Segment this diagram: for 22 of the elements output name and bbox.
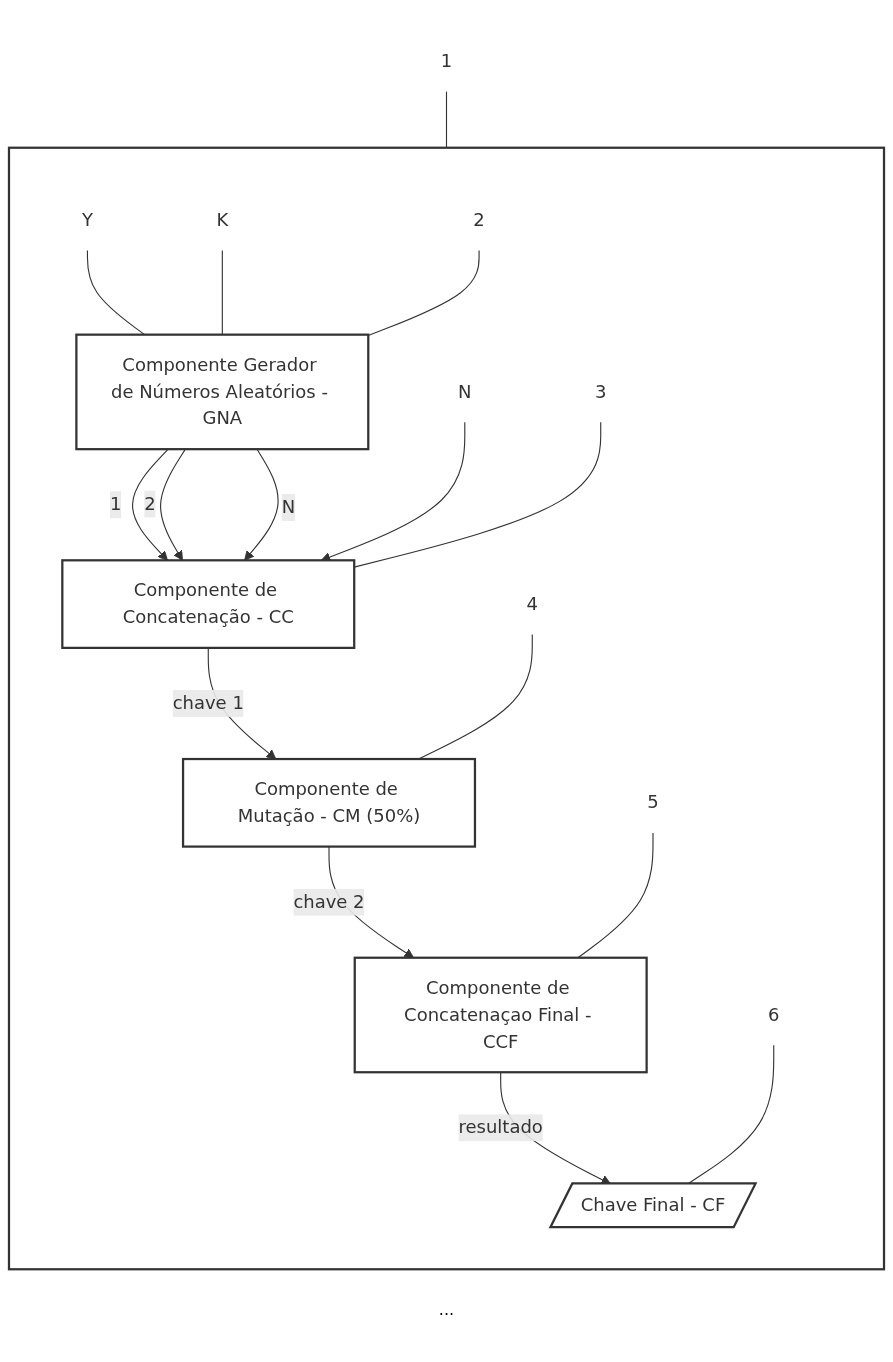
node-text: N bbox=[458, 380, 472, 402]
node-text: Y bbox=[81, 208, 93, 231]
edge-label: N bbox=[281, 496, 296, 518]
cluster bbox=[7, 146, 886, 1271]
node-box: Componente de Concatenação - CC bbox=[61, 559, 356, 649]
node-box: Componente de Concatenaçao Final - CCF bbox=[353, 956, 648, 1074]
edge-label: resultado bbox=[458, 1116, 543, 1138]
node-text: 4 bbox=[526, 592, 538, 615]
connector bbox=[367, 249, 480, 336]
node-text: 6 bbox=[768, 1003, 780, 1025]
node-box: Componente Gerador de Números Aleatórios - GNA bbox=[75, 333, 370, 451]
edge-label: 2 bbox=[144, 492, 156, 515]
node-box: Componente de Mutação - CM (50%) bbox=[181, 757, 477, 848]
node-text: 1 bbox=[440, 49, 453, 72]
node-text: 3 bbox=[595, 380, 607, 402]
edge-label: chave 2 bbox=[293, 890, 365, 913]
node-text: K bbox=[216, 208, 229, 231]
ellipsis-label: ... bbox=[437, 1300, 456, 1319]
edge-label: 1 bbox=[109, 493, 122, 515]
edge-label: chave 1 bbox=[172, 692, 244, 714]
node-text: 5 bbox=[647, 791, 659, 813]
node-text: 2 bbox=[473, 208, 485, 231]
